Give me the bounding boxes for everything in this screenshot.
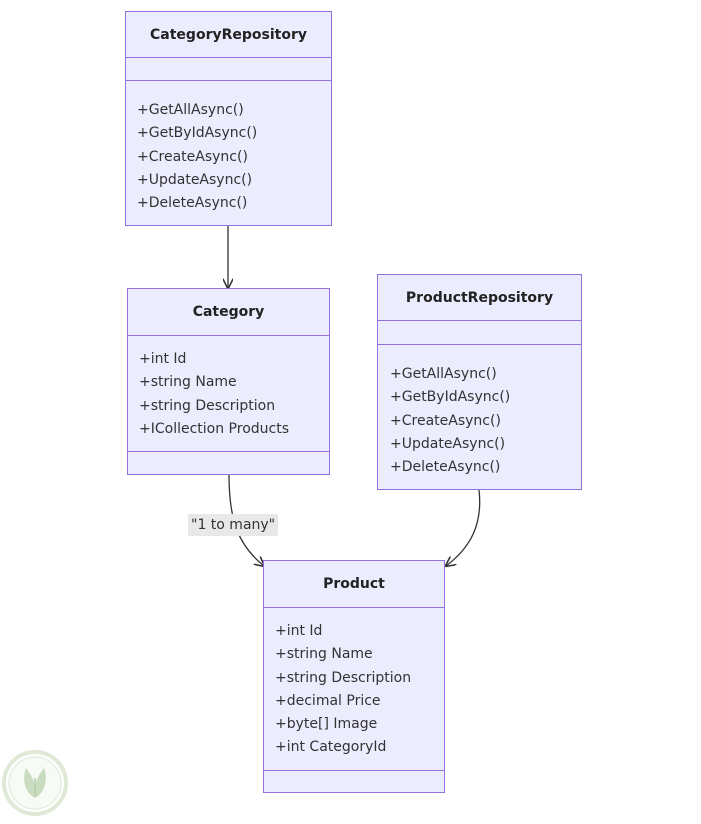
- edge-productrepository-to-product: [446, 489, 481, 566]
- methods-section: +GetAllAsync() +GetByIdAsync() +CreateAs…: [378, 345, 581, 479]
- relation-label: "1 to many": [188, 514, 279, 536]
- method: +GetAllAsync(): [390, 366, 497, 382]
- methods-section: +GetAllAsync() +GetByIdAsync() +CreateAs…: [126, 81, 331, 215]
- class-category-repository[interactable]: CategoryRepository +GetAllAsync() +GetBy…: [125, 11, 332, 226]
- method: +GetByIdAsync(): [390, 389, 511, 406]
- attribute: +int Id: [275, 623, 323, 639]
- method: +DeleteAsync(): [390, 459, 501, 476]
- class-title: ProductRepository: [378, 275, 581, 321]
- attributes-section: [378, 321, 581, 345]
- leaf-shield-logo-icon: [0, 748, 72, 820]
- method: +UpdateAsync(): [390, 435, 506, 452]
- attribute: +decimal Price: [275, 692, 381, 709]
- class-product[interactable]: Product +int Id +string Name +string Des…: [263, 560, 445, 793]
- method: +GetAllAsync(): [137, 102, 244, 118]
- attribute: +string Name: [275, 646, 373, 663]
- class-category[interactable]: Category +int Id +string Name +string De…: [127, 288, 330, 475]
- method: +CreateAsync(): [137, 148, 248, 165]
- attributes-section: [126, 58, 331, 81]
- methods-section: [264, 771, 444, 792]
- methods-section: [128, 452, 329, 474]
- class-title: Product: [264, 561, 444, 608]
- attributes-section: +int Id +string Name +string Description…: [128, 336, 329, 452]
- method: +DeleteAsync(): [137, 195, 248, 212]
- method: +CreateAsync(): [390, 412, 501, 429]
- attribute: +int CategoryId: [275, 739, 387, 756]
- class-title: CategoryRepository: [126, 12, 331, 58]
- attribute: +ICollection Products: [139, 420, 290, 437]
- method: +GetByIdAsync(): [137, 125, 258, 142]
- attribute: +string Description: [139, 397, 276, 414]
- class-product-repository[interactable]: ProductRepository +GetAllAsync() +GetByI…: [377, 274, 582, 490]
- attribute: +string Description: [275, 669, 412, 686]
- attribute: +string Name: [139, 374, 237, 391]
- attributes-section: +int Id +string Name +string Description…: [264, 608, 444, 771]
- method: +UpdateAsync(): [137, 171, 253, 188]
- attribute: +int Id: [139, 351, 187, 367]
- attribute: +byte[] Image: [275, 716, 378, 733]
- class-title: Category: [128, 289, 329, 336]
